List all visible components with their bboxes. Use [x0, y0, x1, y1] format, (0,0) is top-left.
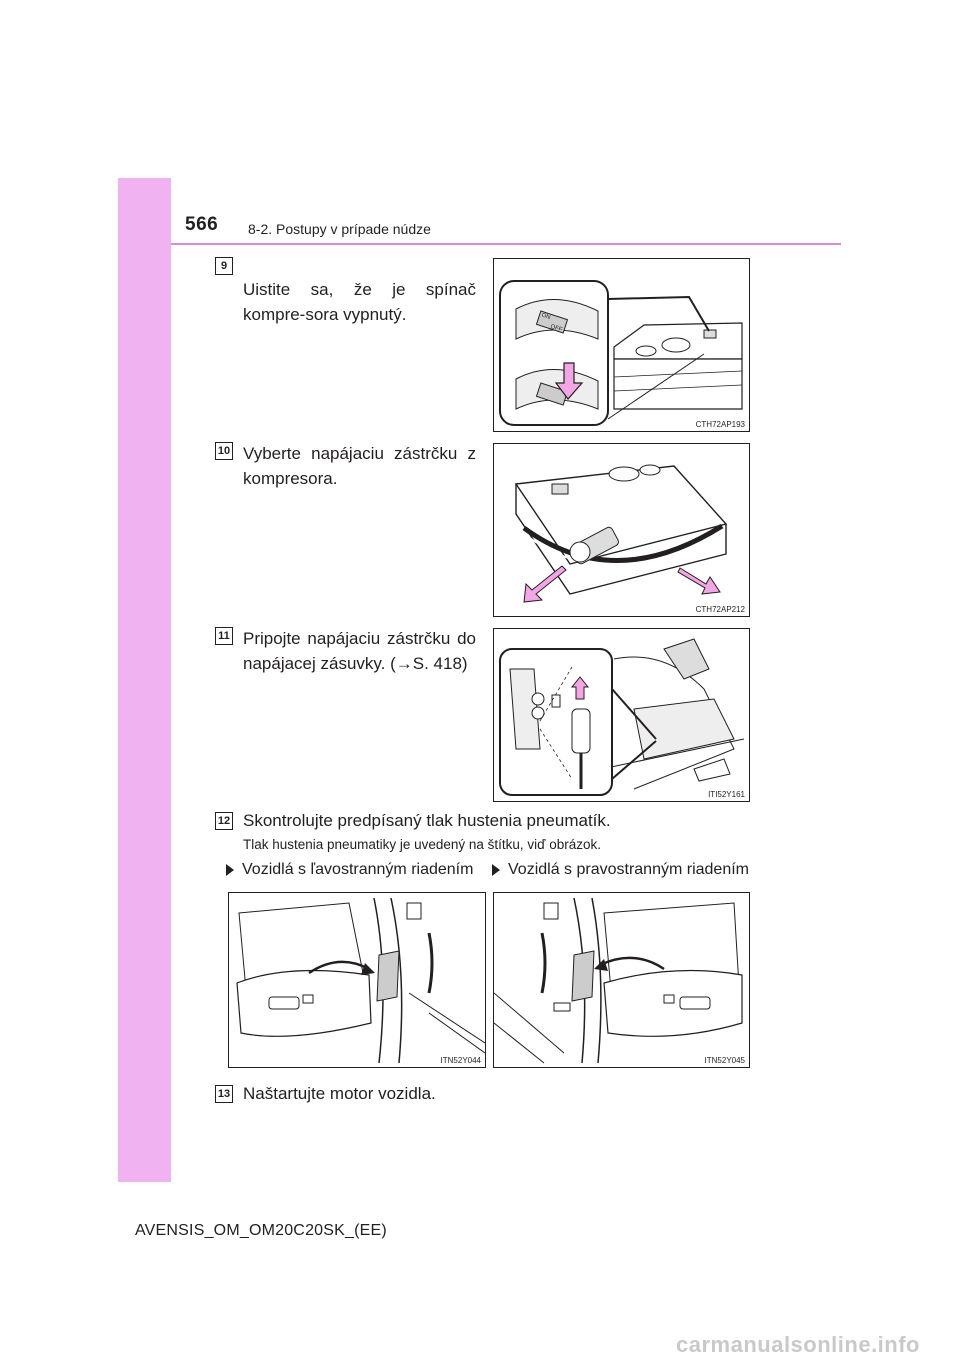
- step-text-13: Naštartujte motor vozidla.: [243, 1084, 436, 1103]
- image-code-10: CTH72AP212: [695, 605, 745, 614]
- step-note-12: Tlak hustenia pneumatiky je uvedený na š…: [243, 837, 601, 852]
- step-text-12: Skontrolujte predpísaný tlak hustenia pn…: [243, 811, 611, 830]
- compressor-switch-illustration: ON OFF CTH72AP193: [493, 258, 750, 432]
- subhead-left-hand-drive: Vozidlá s ľavostranným riadením: [226, 861, 473, 879]
- step-number-13: 13: [215, 1085, 233, 1103]
- subhead-right-label: Vozidlá s pravostranným riadením: [508, 861, 749, 878]
- header-rule: [171, 243, 841, 245]
- power-plug-removal-illustration: CTH72AP212: [493, 443, 750, 617]
- image-code-9: CTH72AP193: [695, 420, 745, 429]
- triangle-bullet-icon: [226, 864, 234, 876]
- subhead-right-hand-drive: Vozidlá s pravostranným riadením: [492, 861, 749, 879]
- step-number-11: 11: [215, 627, 233, 645]
- switch-label-off: OFF: [550, 324, 564, 334]
- subhead-left-label: Vozidlá s ľavostranným riadením: [242, 861, 474, 878]
- section-title: 8-2. Postupy v prípade núdze: [248, 221, 431, 237]
- chapter-tab: [118, 178, 171, 1182]
- image-code-left: ITN52Y044: [440, 1056, 481, 1065]
- tire-label-right-hand-drive-illustration: ITN52Y045: [493, 892, 750, 1068]
- document-code-footer: AVENSIS_OM_OM20C20SK_(EE): [135, 1222, 387, 1239]
- image-code-11: ITI52Y161: [708, 790, 745, 799]
- step-number-12: 12: [215, 812, 233, 830]
- tire-label-left-hand-drive-illustration: ITN52Y044: [228, 892, 486, 1068]
- step-number-10: 10: [215, 442, 233, 460]
- power-outlet-connection-illustration: ITI52Y161: [493, 628, 750, 802]
- step-text-9: Uistite sa, že je spínač kompre-sora vyp…: [243, 280, 476, 324]
- switch-label-on: ON: [541, 313, 551, 321]
- watermark: carmanualsonline.info: [676, 1332, 920, 1357]
- page-number: 566: [185, 214, 219, 235]
- image-code-right: ITN52Y045: [704, 1056, 745, 1065]
- step-text-10: Vyberte napájaciu zástrčku z kompresora.: [243, 444, 476, 488]
- step-number-9: 9: [215, 257, 233, 275]
- step-text-11: Pripojte napájaciu zástrčku do napájacej…: [243, 629, 476, 673]
- triangle-bullet-icon: [492, 864, 500, 876]
